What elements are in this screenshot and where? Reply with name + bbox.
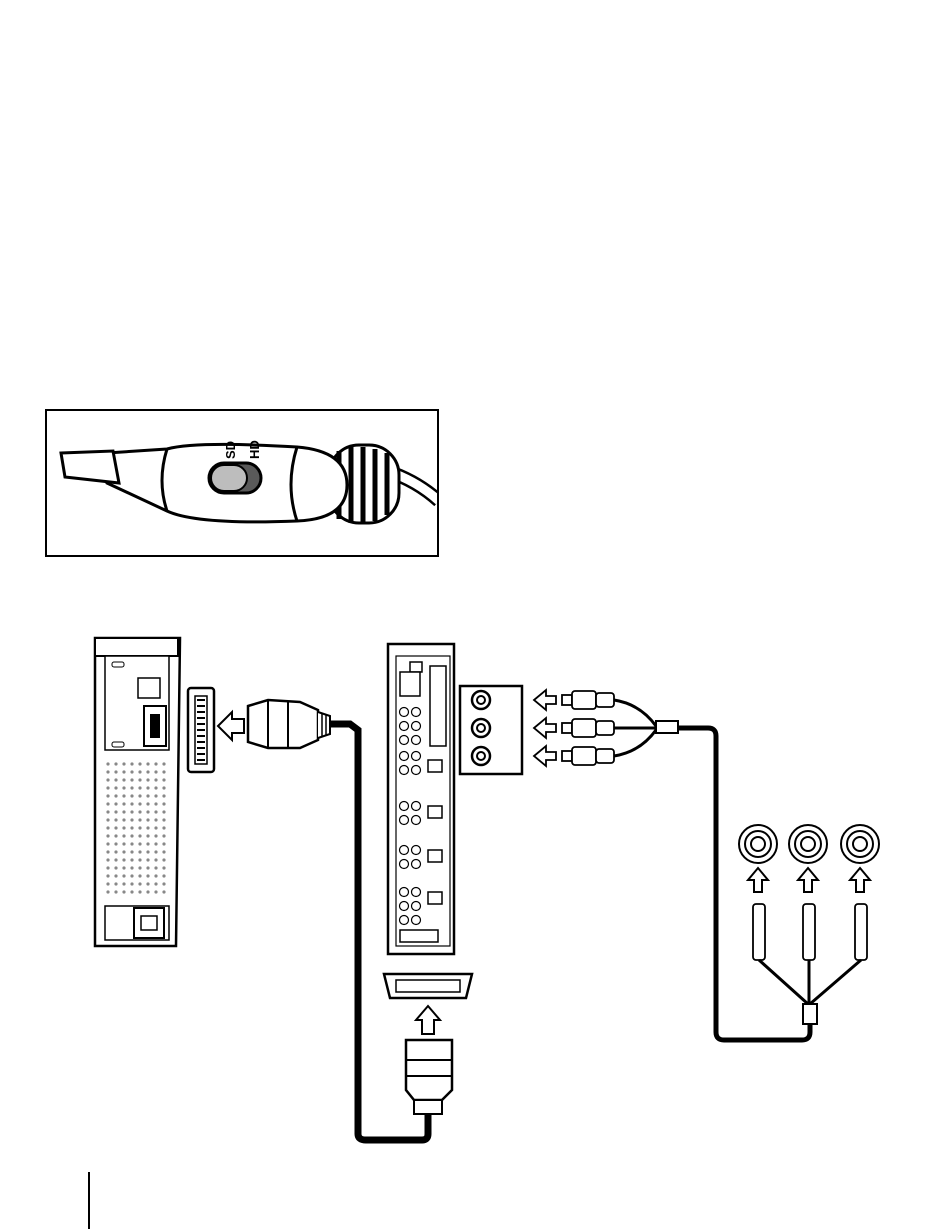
rca-plug	[753, 904, 765, 960]
insert-arrow	[534, 718, 556, 738]
av-receiver-rear-panel	[388, 644, 454, 954]
console-rear-panel	[95, 638, 180, 946]
connection-diagram	[0, 600, 950, 1229]
hd-label: HD	[247, 440, 262, 459]
rca-plug	[803, 904, 815, 960]
rca-plug	[855, 904, 867, 960]
insert-arrow	[416, 1006, 440, 1034]
console-av-port	[188, 688, 214, 772]
hd-av-cable-connector	[406, 1040, 452, 1114]
cable-switch-inset: SD HD	[45, 409, 439, 557]
insert-arrow	[534, 746, 556, 766]
rca-plug	[562, 719, 614, 737]
hd-av-cable-connector-illustration: SD HD	[47, 411, 437, 555]
insert-arrow	[218, 712, 244, 740]
scart-connector	[384, 974, 472, 998]
rca-jack	[789, 825, 827, 863]
rca-jack	[841, 825, 879, 863]
rca-jack-row	[739, 825, 879, 1024]
sd-hd-switch	[209, 463, 261, 493]
insert-arrow	[798, 868, 818, 892]
insert-arrow	[534, 690, 556, 710]
connection-diagram-svg	[0, 600, 950, 1229]
sd-label: SD	[223, 441, 238, 459]
rca-plug-set-upper	[534, 690, 810, 1040]
insert-arrow	[748, 868, 768, 892]
rca-jack	[739, 825, 777, 863]
rca-plug	[562, 691, 614, 709]
hd-av-cable-connector	[248, 700, 330, 748]
insert-arrow	[850, 868, 870, 892]
receiver-rca-jacks-callout	[460, 686, 522, 774]
rca-plug	[562, 747, 614, 765]
